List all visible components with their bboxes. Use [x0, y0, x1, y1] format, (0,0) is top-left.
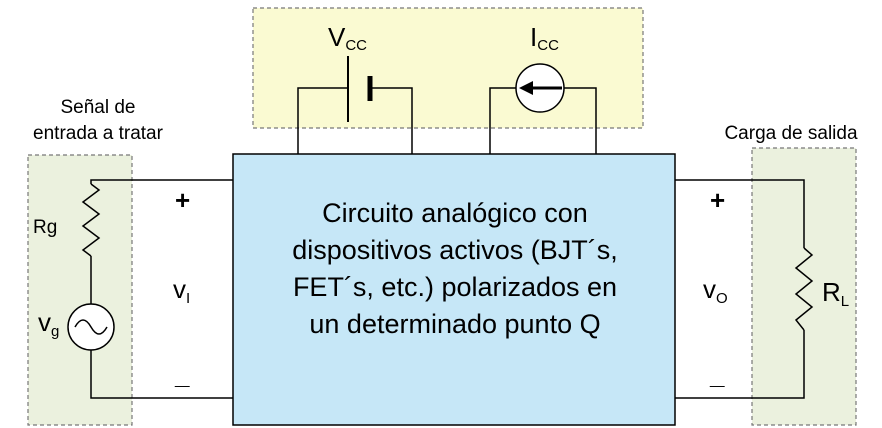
rg-label: Rg	[33, 217, 57, 238]
analog-circuit-block	[232, 153, 676, 426]
vcc-label: VCC	[328, 22, 367, 54]
current-source-icon	[515, 63, 565, 113]
circuit-text-line3: FET´s, etc.) polarizados en	[293, 272, 617, 302]
battery-icon	[347, 56, 373, 122]
output-caption: Carga de salida	[724, 123, 858, 144]
icc-label: ICC	[530, 22, 559, 54]
output-plus-sign: +	[710, 185, 725, 215]
vg-label: vg	[38, 307, 59, 340]
output-minus-sign: _	[709, 360, 725, 390]
ac-source-icon	[67, 303, 115, 351]
resistor-rg-icon	[81, 183, 101, 257]
input-minus-sign: _	[174, 360, 190, 390]
input-caption-line2: entrada a tratar	[33, 123, 164, 144]
bias-supply-box	[252, 7, 644, 129]
input-source-box	[27, 154, 133, 426]
circuit-text-line4: un determinado punto Q	[309, 309, 600, 339]
vo-label: vO	[703, 274, 728, 307]
circuit-text-line1: Circuito analógico con	[322, 198, 588, 228]
resistor-rl-icon	[794, 247, 814, 331]
rl-label: RL	[822, 277, 849, 310]
input-plus-sign: +	[175, 185, 190, 215]
input-caption-line1: Señal de	[60, 97, 135, 118]
circuit-text-line2: dispositivos activos (BJT´s,	[292, 235, 618, 265]
wires	[90, 87, 805, 399]
vi-label: vI	[173, 274, 190, 307]
